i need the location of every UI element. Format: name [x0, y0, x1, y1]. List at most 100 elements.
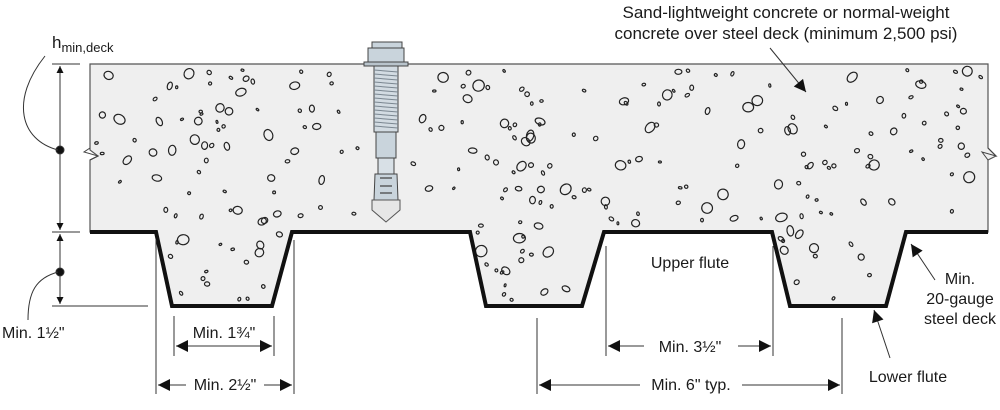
min-lower-width-label: Min. 1¾" [193, 325, 256, 342]
aggregate-pebble [520, 136, 531, 147]
min-flute-depth-label: Min. 1½" [2, 325, 65, 342]
aggregate-pebble [318, 174, 326, 186]
aggregate-pebble [243, 259, 250, 265]
anchor-thread [373, 73, 399, 77]
aggregate-pebble [677, 186, 683, 190]
aggregate-pebble [616, 221, 620, 226]
aggregate-pebble [492, 159, 500, 166]
aggregate-pebble [132, 137, 137, 143]
aggregate-pebble [189, 134, 201, 145]
aggregate-pebble [751, 94, 764, 107]
h-min-deck-label: hmin,deck [52, 33, 114, 55]
aggregate-pebble [889, 127, 898, 136]
aggregate-pebble [808, 243, 820, 254]
aggregate-pebble [581, 88, 587, 93]
aggregate-pebble [675, 200, 681, 206]
aggregate-pebble [823, 124, 828, 129]
aggregate-pebble [511, 170, 516, 175]
lower-flute-top-width-dimension [155, 240, 295, 394]
aggregate-pebble [614, 160, 627, 171]
aggregate-pebble [94, 141, 99, 145]
aggregate-pebble [494, 268, 499, 273]
aggregate-pebble [98, 111, 107, 119]
aggregate-pebble [289, 81, 301, 91]
aggregate-pebble [540, 288, 549, 296]
aggregate-pebble [223, 141, 231, 151]
aggregate-pebble [775, 212, 788, 223]
aggregate-pebble [685, 68, 691, 73]
aggregate-pebble [460, 120, 464, 125]
aggregate-pebble [472, 79, 485, 92]
aggregate-pebble [272, 190, 277, 195]
anchor-thread [373, 105, 399, 109]
aggregate-pebble [876, 95, 884, 105]
aggregate-pebble [800, 151, 807, 157]
steel-deck-profile [90, 230, 988, 308]
aggregate-pebble [167, 253, 174, 259]
aggregate-pebble [779, 245, 789, 255]
aggregate-pebble [514, 185, 523, 192]
aggregate-pebble [804, 164, 809, 170]
aggregate-pebble [148, 148, 158, 157]
aggregate-pebble [267, 174, 276, 182]
anchor-thread [373, 97, 399, 101]
anchor-thread [373, 69, 399, 73]
lower-flute-leader [872, 309, 891, 359]
aggregate-pebble [937, 143, 943, 149]
aggregate-pebble [901, 112, 907, 119]
aggregate-pebble [627, 159, 632, 164]
aggregate-pebble [475, 230, 480, 235]
aggregate-pebble [199, 213, 204, 220]
aggregate-pebble [729, 214, 739, 222]
aggregate-pebble [757, 127, 764, 134]
aggregate-pebble [501, 292, 507, 297]
anchor-thread [373, 85, 399, 89]
aggregate-pebble [959, 107, 967, 115]
aggregate-pebble [228, 208, 233, 213]
aggregate-pebble [215, 103, 225, 113]
aggregate-pebble [518, 257, 525, 264]
aggregate-pebble [528, 195, 537, 205]
anchor-thread [373, 117, 399, 121]
aggregate-pebble [428, 127, 433, 132]
aggregate-pebble [759, 216, 763, 221]
aggregate-pebble [485, 84, 491, 91]
aggregate-pebble [204, 269, 209, 274]
aggregate-pebble [949, 172, 955, 177]
concrete-note-leader [769, 47, 807, 93]
aggregate-pebble [921, 157, 925, 162]
aggregate-pebble [254, 247, 265, 258]
aggregate-pebble [829, 212, 834, 216]
aggregate-pebble [742, 101, 755, 113]
aggregate-pebble [905, 68, 910, 73]
aggregate-pebble [534, 117, 546, 126]
aggregate-pebble [586, 187, 592, 192]
aggregate-pebble [805, 194, 810, 199]
aggregate-pebble [868, 131, 874, 136]
aggregate-pebble [432, 89, 437, 93]
aggregate-pebble [155, 116, 164, 127]
aggregate-pebble [542, 246, 555, 258]
aggregate-pebble [908, 95, 914, 100]
aggregate-pebble [768, 83, 772, 88]
aggregate-pebble [329, 81, 334, 86]
aggregate-pebble [978, 74, 984, 80]
aggregate-pebble [467, 147, 478, 154]
aggregate-pebble [603, 204, 608, 210]
aggregate-pebble [208, 142, 215, 149]
aggregate-pebble [255, 107, 260, 112]
aggregate-pebble [228, 75, 234, 80]
aggregate-pebble [207, 81, 213, 86]
anchor-thread [373, 109, 399, 113]
aggregate-pebble [644, 121, 656, 134]
right-break-symbol [980, 147, 998, 161]
aggregate-pebble [635, 155, 643, 163]
aggregate-pebble [653, 122, 660, 128]
aggregate-pebble [888, 198, 896, 206]
aggregate-pebble [518, 220, 523, 225]
aggregate-pebble [799, 213, 804, 220]
anchor-thread [373, 93, 399, 97]
aggregate-pebble [512, 232, 526, 244]
